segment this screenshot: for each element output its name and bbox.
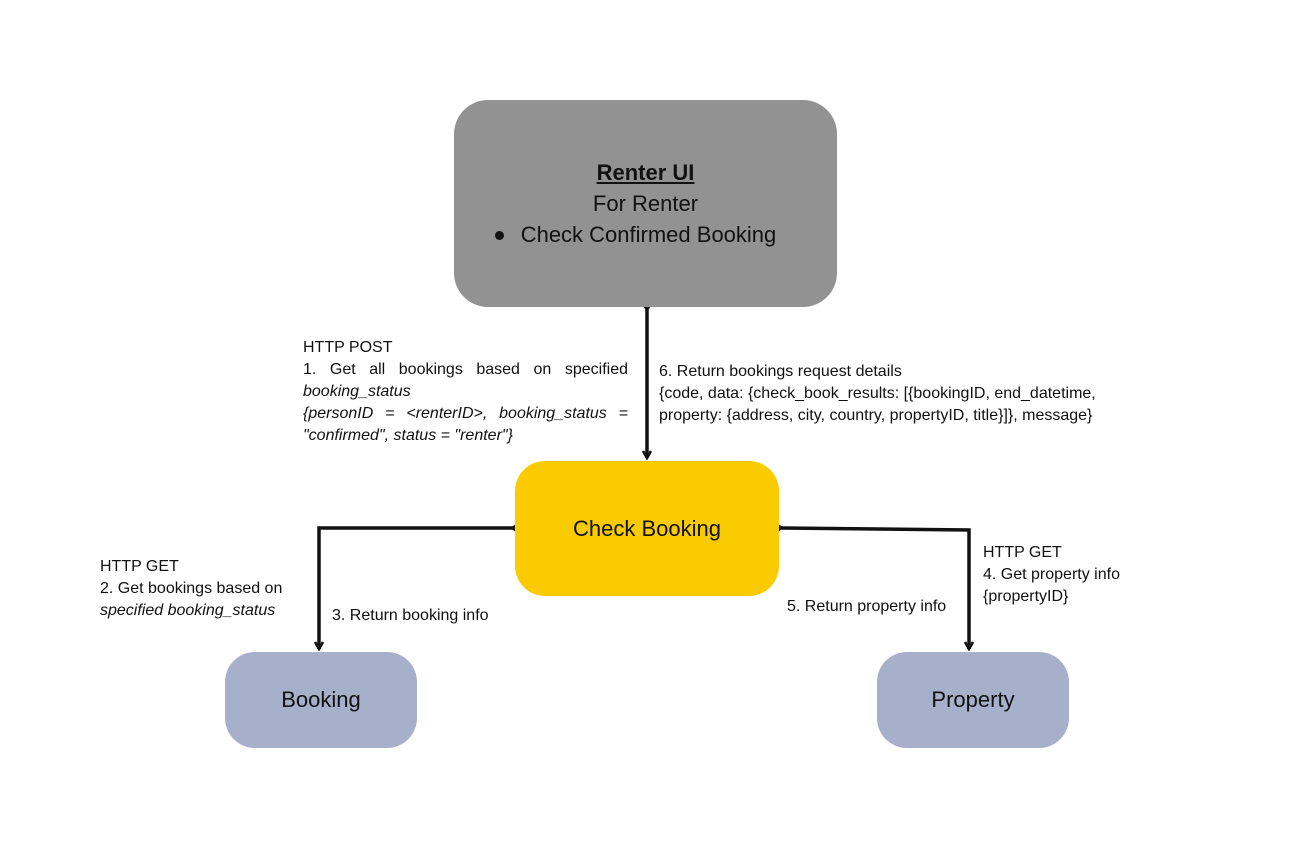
step2-method: HTTP GET [100, 558, 179, 575]
property-title: Property [931, 687, 1015, 712]
step1-description-cont: booking_status [303, 383, 411, 400]
step6-payload-cont: property: {address, city, country, prope… [659, 407, 1093, 424]
renter-ui-feature-label: Check Confirmed Booking [520, 221, 777, 247]
renter-ui-feature-item: Check Confirmed Booking [494, 219, 777, 250]
step6-description: 6. Return bookings request details [659, 363, 902, 380]
step2-description: 2. Get bookings based on [100, 580, 283, 597]
edge-label-step3: 3. Return booking info [332, 605, 489, 627]
step1-description: 1. Get all bookings based on specified [303, 361, 628, 378]
step4-description: 4. Get property info [983, 566, 1120, 583]
arrow-check-property-bidirectional [782, 528, 969, 649]
step4-method: HTTP GET [983, 544, 1062, 561]
step1-payload-cont: "confirmed", status = "renter"} [303, 427, 513, 444]
edge-label-step4: HTTP GET 4. Get property info {propertyI… [983, 542, 1120, 608]
step4-payload: {propertyID} [983, 588, 1069, 605]
property-node: Property [877, 652, 1069, 748]
step3-description: 3. Return booking info [332, 607, 489, 624]
renter-ui-title: Renter UI [596, 159, 695, 185]
check-booking-node: Check Booking [515, 461, 779, 596]
renter-ui-subtitle: For Renter [592, 190, 699, 216]
arrow-check-booking-bidirectional [319, 528, 512, 649]
edge-label-step6: 6. Return bookings request details {code… [659, 361, 1096, 427]
edge-label-step5: 5. Return property info [787, 596, 946, 618]
edge-label-step1: HTTP POST 1. Get all bookings based on s… [303, 337, 628, 447]
step6-payload: {code, data: {check_book_results: [{book… [659, 385, 1096, 402]
step2-description-cont: specified booking_status [100, 602, 276, 619]
renter-ui-node: Renter UI For Renter Check Confirmed Boo… [454, 100, 837, 307]
edge-label-step2: HTTP GET 2. Get bookings based on specif… [100, 556, 282, 622]
booking-title: Booking [281, 687, 361, 712]
step1-payload: {personID = <renterID>, booking_status = [303, 405, 628, 422]
bullet-icon [494, 230, 504, 240]
renter-ui-feature-list: Check Confirmed Booking [494, 219, 776, 250]
step1-method: HTTP POST [303, 339, 393, 356]
booking-node: Booking [225, 652, 417, 748]
check-booking-title: Check Booking [573, 515, 721, 541]
step5-description: 5. Return property info [787, 598, 947, 615]
